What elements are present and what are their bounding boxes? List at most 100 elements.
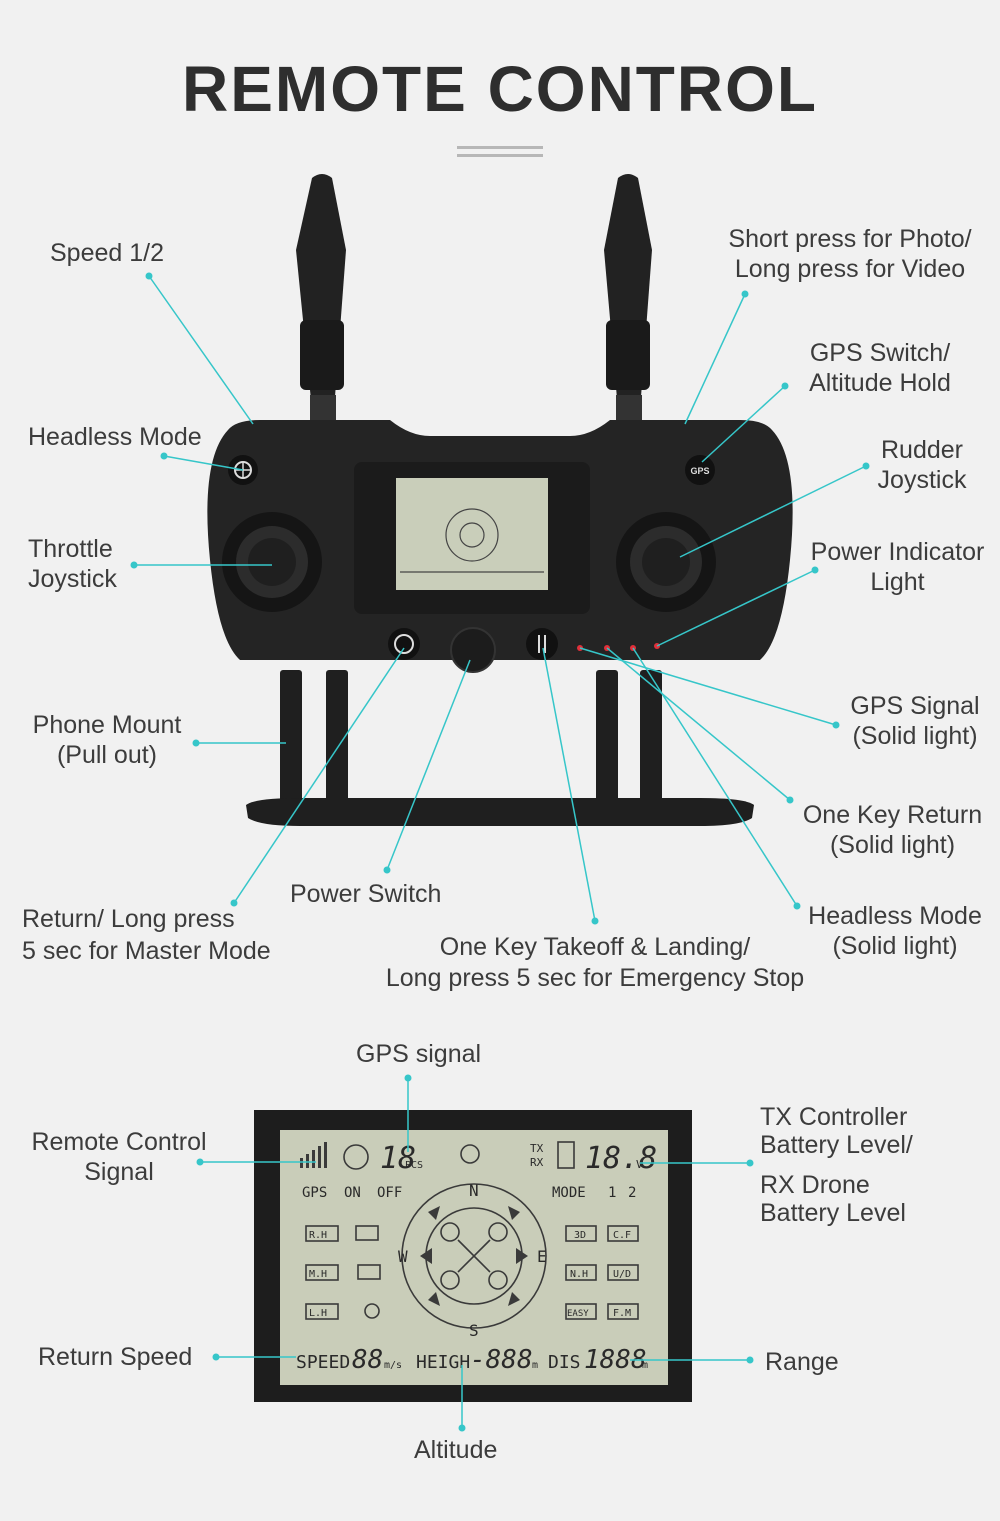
label-gps-switch-line1: GPS Switch/ [809,339,951,367]
label-return-line1: Return/ Long press [22,905,235,933]
svg-text:2: 2 [628,1185,636,1201]
label-photo-video-line1: Short press for Photo/ [728,225,972,253]
takeoff-landing-button[interactable] [526,628,558,660]
svg-text:E: E [537,1247,547,1266]
label-lcd-rc-signal-line1: Remote Control [31,1128,207,1156]
svg-text:R.H: R.H [309,1230,327,1241]
antenna-right [604,174,652,423]
svg-text:RX: RX [530,1156,544,1169]
svg-text:MODE: MODE [552,1185,586,1201]
label-one-key-return-line1: One Key Return [802,801,983,829]
label-photo-video-line2: Long press for Video [734,255,966,283]
label-lcd-battery-line4: Battery Level [760,1199,906,1227]
title-underline-bottom [457,154,543,157]
antenna-left [296,174,346,423]
lcd-display: 18 PCS TX RX 18.8 V GPS ON OFF MODE 1 2 … [254,1110,692,1402]
controller: GPS [207,174,793,826]
label-lcd-battery-line3: RX Drone [760,1171,870,1199]
label-rudder-joystick: Rudder Joystick [852,435,992,495]
svg-text:GPS: GPS [302,1185,327,1201]
svg-text:F.M: F.M [613,1308,631,1319]
lcd-leader-lines [196,1074,754,1432]
label-lcd-battery-line1: TX Controller [760,1103,908,1131]
phone-mount [246,670,754,826]
label-takeoff-line1: One Key Takeoff & Landing/ [439,933,751,961]
svg-text:3D: 3D [574,1230,586,1241]
throttle-joystick[interactable] [222,512,322,612]
label-power-indicator-line1: Power Indicator [810,538,985,566]
svg-text:88: 88 [352,1345,383,1375]
label-lcd-rc-signal: Remote Control Signal [25,1127,213,1187]
label-one-key-return-line2: (Solid light) [829,831,956,859]
svg-text:M.H: M.H [309,1269,327,1280]
label-headless-light-line2: (Solid light) [832,932,958,960]
svg-text:L.H: L.H [309,1308,327,1319]
label-lcd-altitude: Altitude [414,1436,498,1464]
svg-text:N.H: N.H [570,1269,588,1280]
mini-lcd [396,478,548,590]
label-rudder-line2: Joystick [877,466,967,494]
label-throttle-line1: Throttle [28,535,113,563]
label-lcd-range: Range [765,1348,839,1376]
label-gps-signal-light: GPS Signal (Solid light) [845,691,985,751]
label-rudder-line1: Rudder [881,436,963,464]
svg-text:SPEED: SPEED [296,1352,350,1373]
svg-text:18: 18 [380,1141,416,1176]
page-title: REMOTE CONTROL [182,53,818,125]
label-takeoff-landing: One Key Takeoff & Landing/ Long press 5 … [370,932,820,993]
label-headless-mode: Headless Mode [28,423,202,451]
label-gps-signal-line1: GPS Signal [850,692,980,720]
svg-text:PCS: PCS [405,1160,423,1171]
label-photo-video: Short press for Photo/ Long press for Vi… [700,224,1000,284]
svg-text:W: W [398,1247,408,1266]
label-speed: Speed 1/2 [50,239,164,267]
label-lcd-gps-signal: GPS signal [356,1040,482,1068]
label-power-indicator: Power Indicator Light [800,537,995,597]
label-lcd-battery-line2: Battery Level/ [760,1131,913,1159]
label-lcd-return-speed: Return Speed [38,1343,193,1371]
label-gps-switch-line2: Altitude Hold [809,369,951,397]
svg-text:N: N [469,1181,479,1200]
label-phone-mount: Phone Mount (Pull out) [22,710,192,770]
svg-text:m/s: m/s [384,1360,402,1371]
title-underline-top [457,146,543,149]
label-lcd-rc-signal-line2: Signal [84,1158,154,1186]
power-switch[interactable] [450,627,496,673]
svg-text:V: V [636,1158,643,1171]
controller-leader-lines [130,272,870,925]
label-return: Return/ Long press 5 sec for Master Mode [22,904,271,966]
svg-text:OFF: OFF [377,1185,402,1201]
label-phone-mount-line1: Phone Mount [32,711,182,739]
svg-text:HEIGH: HEIGH [416,1352,470,1373]
svg-text:-888: -888 [470,1345,533,1375]
svg-text:m: m [642,1360,648,1371]
label-return-line2: 5 sec for Master Mode [22,937,271,965]
svg-text:C.F: C.F [613,1230,631,1241]
svg-text:S: S [469,1321,479,1340]
label-gps-signal-line2: (Solid light) [852,722,978,750]
gps-button-label: GPS [690,466,709,476]
svg-text:m: m [532,1360,538,1371]
svg-text:EASY: EASY [567,1309,589,1319]
svg-text:1: 1 [608,1185,616,1201]
return-button[interactable] [388,628,420,660]
svg-text:TX: TX [530,1142,544,1155]
label-takeoff-line2: Long press 5 sec for Emergency Stop [385,964,805,992]
label-power-indicator-line2: Light [870,568,925,596]
label-throttle-joystick: Throttle Joystick [28,534,117,594]
svg-text:DIS: DIS [548,1352,581,1373]
label-one-key-return-light: One Key Return (Solid light) [800,800,985,860]
svg-text:18.8: 18.8 [585,1141,657,1176]
label-lcd-battery: TX Controller Battery Level/ RX Drone Ba… [760,1103,913,1227]
label-throttle-line2: Joystick [28,565,117,593]
label-gps-switch: GPS Switch/ Altitude Hold [780,338,980,398]
gps-button[interactable]: GPS [685,455,715,485]
label-phone-mount-line2: (Pull out) [56,741,158,769]
svg-text:ON: ON [344,1185,361,1201]
label-power-switch: Power Switch [290,880,442,908]
label-headless-mode-light: Headless Mode (Solid light) [805,901,985,961]
label-headless-light-line1: Headless Mode [808,902,982,930]
rudder-joystick[interactable] [616,512,716,612]
svg-text:U/D: U/D [613,1269,631,1280]
